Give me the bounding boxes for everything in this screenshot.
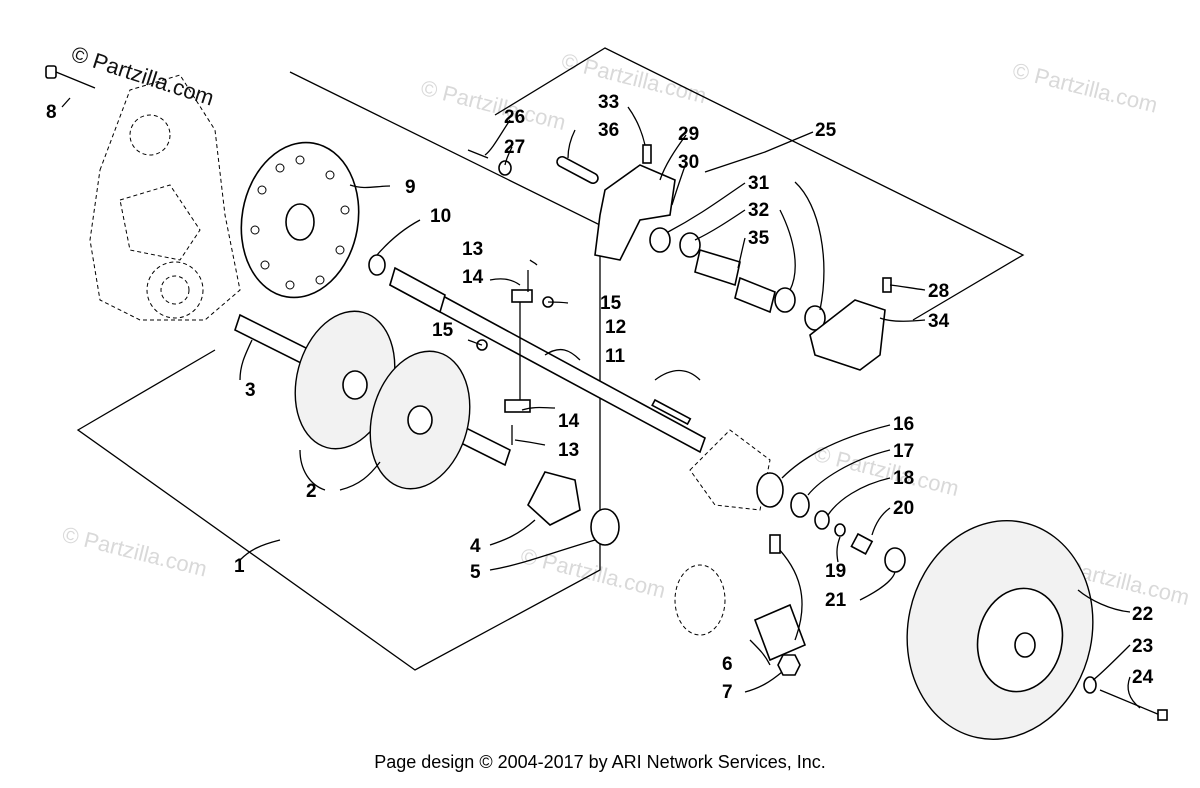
- callout-23: 23: [1132, 636, 1153, 657]
- callout-1: 1: [234, 556, 245, 577]
- watermark: © Partzilla.com: [559, 48, 709, 108]
- callout-22: 22: [1132, 604, 1153, 625]
- part-35-brake-pad: [694, 248, 741, 287]
- group-outline-25: [494, 47, 1025, 321]
- part-2-sprocket: [294, 310, 471, 490]
- callout-5: 5: [470, 562, 481, 583]
- part-8-bolt: [45, 65, 96, 89]
- part-7-nut: [777, 654, 801, 676]
- callouts: 1 2 3 4 5 6 7 8 9 10 11 12 13 13 14 14 1…: [46, 92, 1154, 703]
- callout-25: 25: [815, 120, 837, 141]
- group-outline-1: [76, 71, 601, 671]
- callout-11: 11: [605, 346, 626, 367]
- part-31-seal: [804, 305, 826, 331]
- watermark: © Partzilla.com: [1010, 58, 1160, 118]
- part-16-bearing: [689, 429, 784, 511]
- callout-7: 7: [722, 682, 733, 703]
- part-12-shaft: [389, 266, 706, 454]
- copyright-brand: © Partzilla.com: [68, 41, 217, 111]
- part-10-ring: [368, 254, 386, 276]
- callout-12: 12: [605, 317, 626, 338]
- callout-18: 18: [893, 468, 914, 489]
- part-5-bearing: [590, 508, 620, 546]
- callout-4: 4: [470, 536, 481, 557]
- part-4-flange: [527, 471, 581, 526]
- callout-2: 2: [306, 481, 317, 502]
- part-36-pin: [556, 155, 599, 184]
- part-9-brake-disc: [240, 141, 360, 299]
- callout-28: 28: [928, 281, 949, 302]
- part-23-washer: [1083, 676, 1097, 694]
- callout-26: 26: [504, 107, 525, 128]
- callout-33: 33: [598, 92, 619, 113]
- callout-9: 9: [405, 177, 416, 198]
- callout-14b: 14: [558, 411, 580, 432]
- part-14-clamp: [504, 270, 533, 445]
- part-29-caliper-body: [594, 164, 676, 261]
- part-32-piston: [679, 232, 701, 258]
- part-35-brake-pad: [734, 276, 776, 314]
- part-31-seal: [649, 227, 671, 253]
- part-22-driven-clutch: [906, 520, 1094, 740]
- part-6-sensor: [674, 534, 807, 662]
- part-26-bolt: [467, 149, 489, 159]
- callout-15b: 15: [432, 320, 454, 341]
- callout-17: 17: [893, 441, 914, 462]
- callout-13b: 13: [558, 440, 579, 461]
- callout-27: 27: [504, 137, 525, 158]
- callout-34: 34: [928, 311, 950, 332]
- callout-8: 8: [46, 102, 57, 123]
- callout-32: 32: [748, 200, 769, 221]
- callout-19: 19: [825, 561, 846, 582]
- callout-15a: 15: [600, 293, 622, 314]
- callout-24: 24: [1132, 667, 1154, 688]
- part-19-washer: [834, 523, 846, 537]
- watermark: © Partzilla.com: [812, 441, 962, 501]
- callout-20: 20: [893, 498, 914, 519]
- part-17-washer: [790, 492, 810, 518]
- watermark: © Partzilla.com: [60, 521, 210, 581]
- part-34-caliper-half: [809, 299, 886, 371]
- callout-29: 29: [678, 124, 699, 145]
- leader-lines: [61, 97, 1141, 709]
- callout-3: 3: [245, 380, 256, 401]
- callout-16: 16: [893, 414, 914, 435]
- part-24-bolt: [1099, 689, 1168, 721]
- callout-10: 10: [430, 206, 451, 227]
- callout-21: 21: [825, 590, 847, 611]
- part-33-bleeder: [642, 144, 652, 164]
- page-footer: Page design © 2004-2017 by ARI Network S…: [374, 752, 826, 772]
- part-20-spacer: [850, 532, 874, 555]
- callout-30: 30: [678, 152, 699, 173]
- chaincase-housing: [89, 74, 241, 321]
- callout-13a: 13: [462, 239, 483, 260]
- callout-36: 36: [598, 120, 619, 141]
- callout-6: 6: [722, 654, 733, 675]
- part-18-washer: [814, 510, 830, 530]
- part-32-piston: [774, 287, 796, 313]
- part-21-ring: [884, 547, 906, 573]
- callout-35: 35: [748, 228, 770, 249]
- callout-14a: 14: [462, 267, 484, 288]
- callout-31: 31: [748, 173, 770, 194]
- part-28-bleeder: [882, 277, 892, 293]
- part-11-key: [651, 398, 692, 426]
- part-27-washer: [498, 160, 512, 176]
